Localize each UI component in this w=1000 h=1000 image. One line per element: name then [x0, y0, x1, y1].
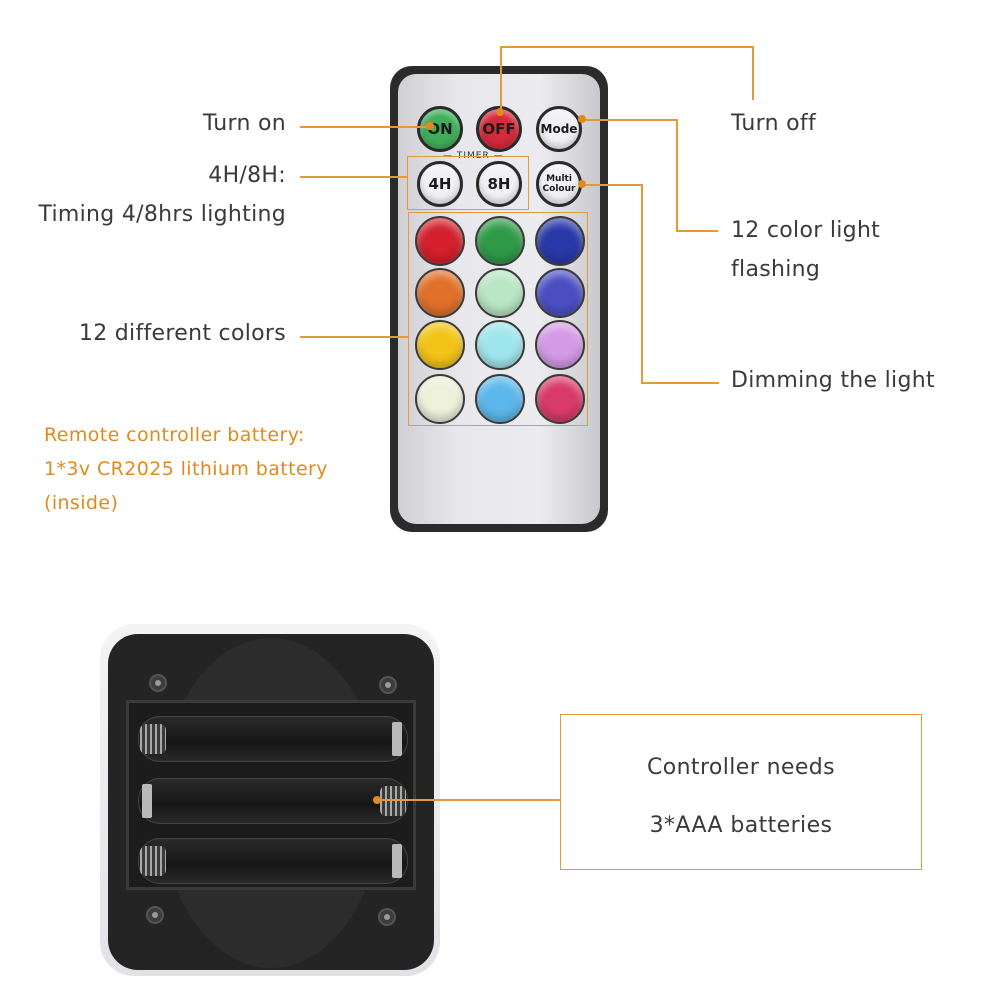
colors-highlight-box: [408, 212, 588, 426]
leader-mode-v: [676, 119, 678, 231]
spring-slot-3: [140, 846, 166, 876]
screw-top-right: [379, 676, 397, 694]
color-button-9[interactable]: [535, 320, 585, 370]
battery-callout-line1: Controller needs: [646, 755, 836, 780]
color-button-12[interactable]: [535, 374, 585, 424]
color-button-8[interactable]: [475, 320, 525, 370]
remote-battery-note-line1: Remote controller battery:: [44, 424, 305, 446]
remote-battery-note-line3: (inside): [44, 492, 119, 514]
leader-off-v2: [752, 46, 754, 100]
multi-colour-line1: Multi: [546, 174, 572, 184]
color-button-1[interactable]: [415, 216, 465, 266]
battery-slot-1: [138, 716, 408, 762]
leader-mode-h1: [582, 119, 677, 121]
timer-highlight-box: [407, 156, 529, 210]
color-button-3[interactable]: [535, 216, 585, 266]
label-timer-title: 4H/8H:: [208, 163, 286, 188]
leader-off-v1: [500, 46, 502, 112]
remote-battery-note: Remote controller battery: 1*3v CR2025 l…: [44, 418, 328, 520]
leader-off-h: [500, 46, 753, 48]
leader-dot-mode: [578, 115, 586, 123]
on-button[interactable]: ON: [417, 106, 463, 152]
battery-callout-line2: 3*AAA batteries: [649, 813, 833, 838]
battery-slot-2: [138, 778, 408, 824]
multi-colour-button[interactable]: Multi Colour: [536, 161, 582, 207]
contact-slot-2: [142, 784, 152, 818]
contact-slot-1: [392, 722, 402, 756]
color-button-6[interactable]: [535, 268, 585, 318]
leader-mode-h2: [676, 230, 718, 232]
label-turn-off: Turn off: [731, 111, 816, 136]
screw-bottom-left: [146, 906, 164, 924]
color-button-11[interactable]: [475, 374, 525, 424]
color-button-4[interactable]: [415, 268, 465, 318]
battery-slot-3: [138, 838, 408, 884]
spring-slot-1: [140, 724, 166, 754]
leader-dot-off: [496, 108, 504, 116]
leader-turn-on: [300, 126, 430, 128]
multi-colour-line2: Colour: [542, 184, 576, 194]
leader-dim-h2: [641, 382, 719, 384]
leader-battery: [378, 799, 561, 801]
label-dimming: Dimming the light: [731, 368, 935, 393]
color-button-10[interactable]: [415, 374, 465, 424]
label-color-flash-1: 12 color light: [731, 218, 881, 243]
color-button-7[interactable]: [415, 320, 465, 370]
battery-callout-box: [560, 714, 922, 870]
leader-dim-h1: [582, 184, 642, 186]
label-color-flash-2: flashing: [731, 257, 821, 282]
label-different-colors: 12 different colors: [78, 321, 286, 346]
timer-4h-button[interactable]: 4H: [417, 161, 463, 207]
leader-dot-multi: [578, 180, 586, 188]
screw-bottom-right: [378, 908, 396, 926]
remote-battery-note-line2: 1*3v CR2025 lithium battery: [44, 458, 328, 480]
leader-dot-on: [426, 122, 434, 130]
timer-8h-button[interactable]: 8H: [476, 161, 522, 207]
label-turn-on: Turn on: [202, 111, 286, 136]
off-button[interactable]: OFF: [476, 106, 522, 152]
leader-dim-v: [641, 184, 643, 383]
screw-top-left: [149, 674, 167, 692]
contact-slot-3: [392, 844, 402, 878]
spring-slot-2: [380, 786, 406, 816]
mode-button[interactable]: Mode: [536, 106, 582, 152]
label-timer-desc: Timing 4/8hrs lighting: [38, 202, 286, 227]
leader-dot-battery: [373, 796, 381, 804]
leader-timer: [300, 176, 408, 178]
leader-colors: [300, 336, 408, 338]
color-button-5[interactable]: [475, 268, 525, 318]
color-button-2[interactable]: [475, 216, 525, 266]
